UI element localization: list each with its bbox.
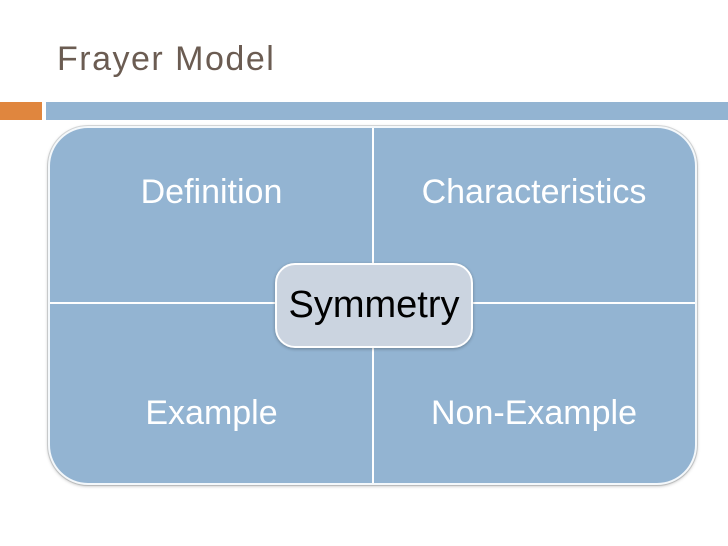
frayer-model-diagram: Definition Characteristics Example Non-E…: [48, 126, 697, 485]
quadrant-definition: Definition: [50, 128, 373, 303]
quadrant-definition-label: Definition: [140, 173, 283, 211]
accent-bar-orange: [0, 102, 42, 120]
page-title: Frayer Model: [57, 40, 276, 78]
quadrant-example-label: Example: [145, 393, 278, 432]
quadrant-example: Example: [50, 303, 373, 483]
quadrant-characteristics: Characteristics: [373, 128, 695, 303]
quadrant-characteristics-label: Characteristics: [421, 173, 647, 211]
quadrant-grid: Definition Characteristics Example Non-E…: [50, 128, 695, 483]
center-term-box: Symmetry: [275, 263, 473, 348]
quadrant-non-example: Non-Example: [373, 303, 695, 483]
center-term-label: Symmetry: [288, 284, 460, 326]
quadrant-non-example-label: Non-Example: [431, 393, 637, 432]
accent-bar-blue: [46, 102, 728, 120]
